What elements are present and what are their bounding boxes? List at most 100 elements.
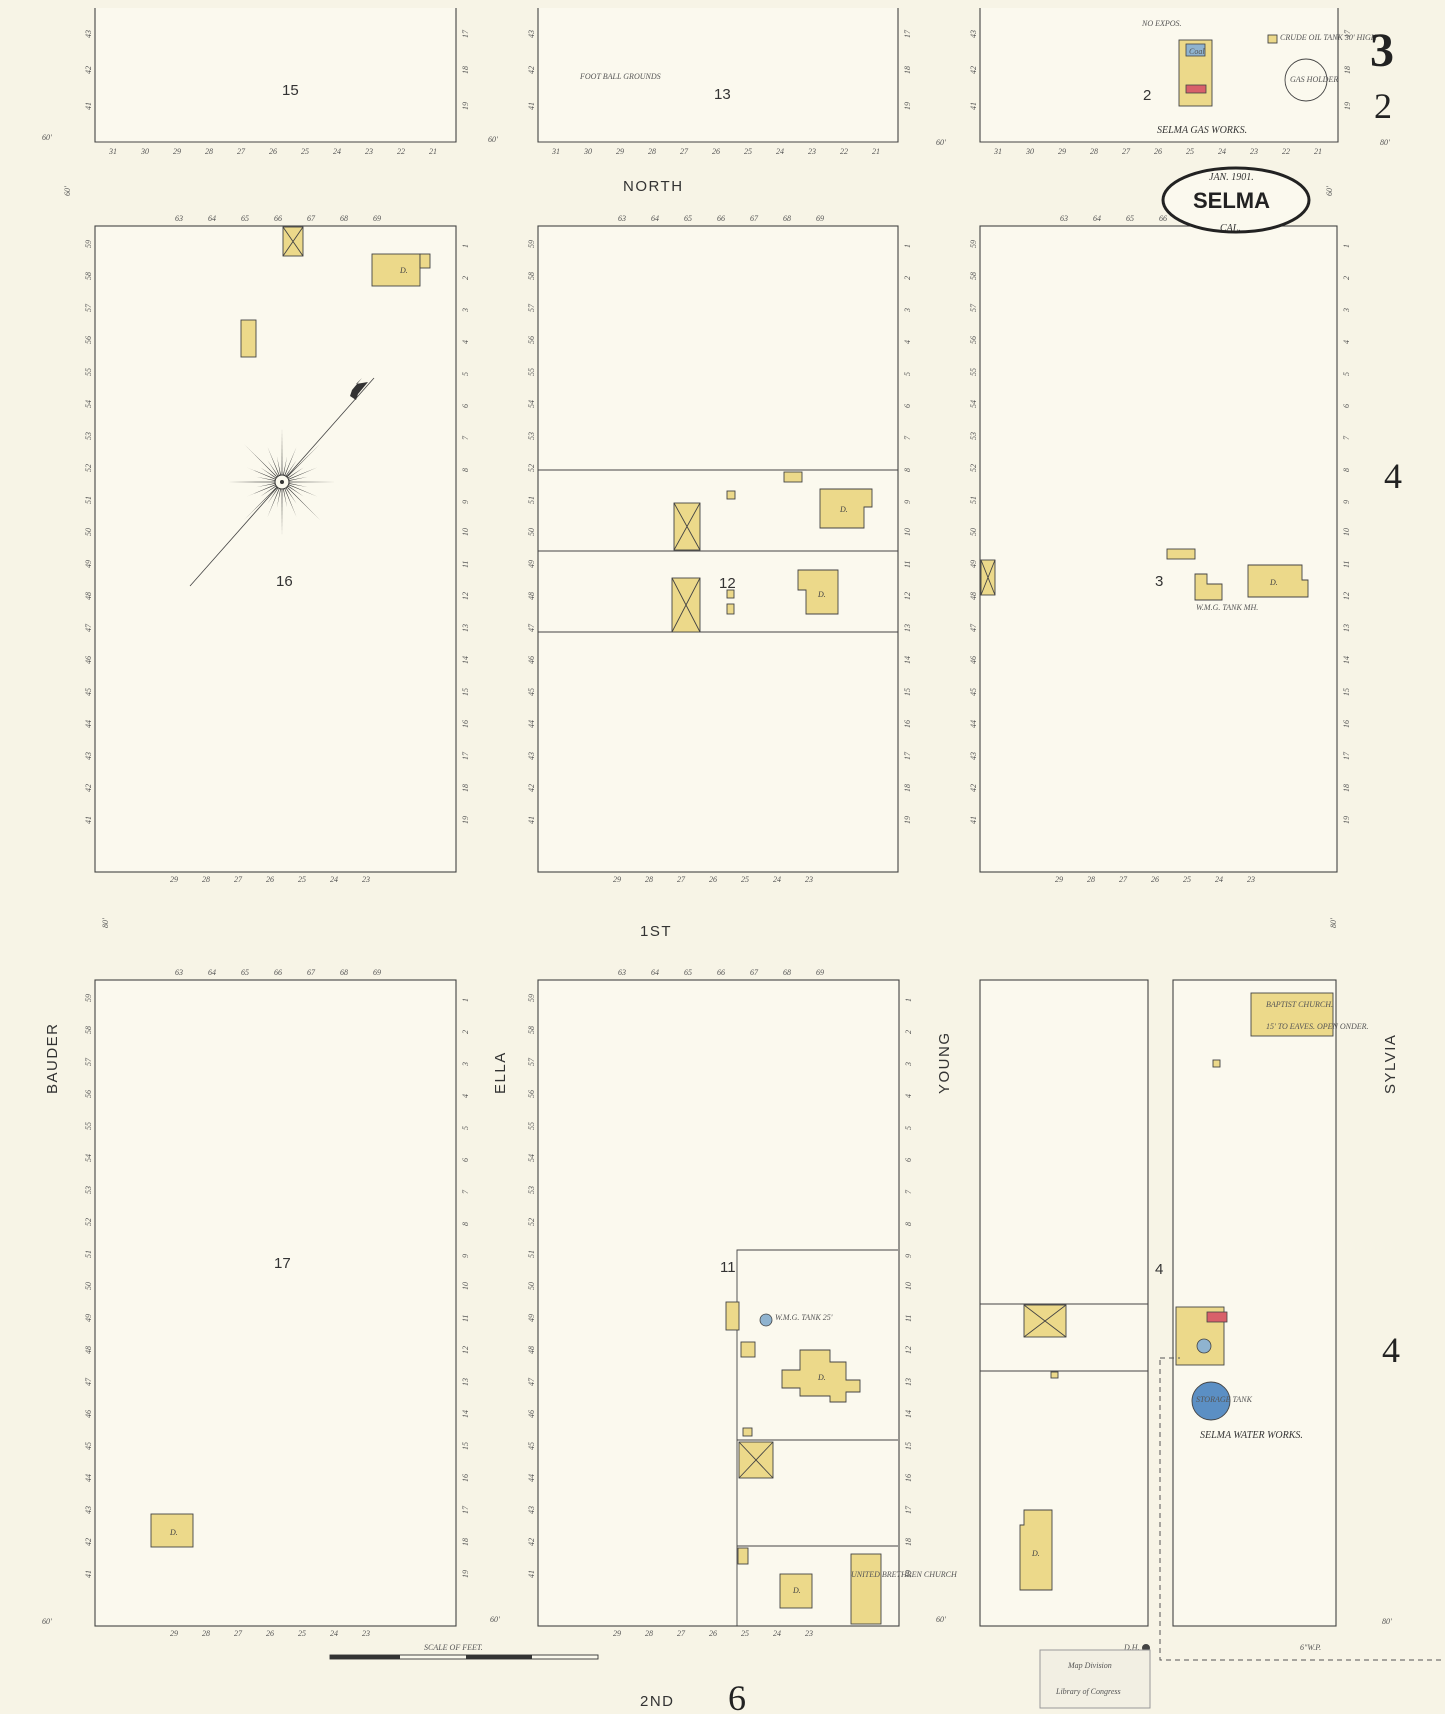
lot-number: 44 <box>84 1474 93 1482</box>
lot-number: 69 <box>816 968 824 977</box>
svg-text:D.: D. <box>817 1373 826 1382</box>
compass-ray <box>284 485 297 504</box>
lot-number: 43 <box>84 1506 93 1514</box>
svg-text:60': 60' <box>63 186 72 196</box>
lot-number: 7 <box>461 1189 470 1194</box>
lot-number: 25 <box>1183 875 1191 884</box>
lot-number: 54 <box>84 1154 93 1162</box>
building-dwelling <box>797 569 839 615</box>
lot-number: 65 <box>684 968 692 977</box>
lot-number: 63 <box>618 214 626 223</box>
street-young: YOUNG <box>936 1031 953 1094</box>
lot-number: 14 <box>461 1410 470 1418</box>
lot-number: 43 <box>527 752 536 760</box>
lot-number: 59 <box>527 994 536 1002</box>
lot-number: 27 <box>237 147 246 156</box>
lot-number: 29 <box>1058 147 1066 156</box>
lot-number: 47 <box>527 1377 536 1386</box>
building-dwelling <box>150 1513 194 1548</box>
lot-number: 47 <box>84 1377 93 1386</box>
lot-number: 11 <box>1342 561 1351 568</box>
lot-number: 56 <box>969 336 978 344</box>
lot-number: 59 <box>969 240 978 248</box>
lot-number: 52 <box>527 1218 536 1226</box>
lot-number: 4 <box>904 1094 913 1098</box>
lot-number: 31 <box>551 147 560 156</box>
lot-number: 18 <box>903 784 912 792</box>
lot-number: 25 <box>301 147 309 156</box>
lot-number: 45 <box>84 688 93 696</box>
lot-number: 49 <box>969 560 978 568</box>
lot-number: 25 <box>1186 147 1194 156</box>
lot-number: 5 <box>461 372 470 376</box>
block-number: 11 <box>720 1259 736 1276</box>
block-number: 15 <box>282 82 299 99</box>
compass-ray <box>286 482 308 488</box>
brick-section <box>1185 84 1207 94</box>
lot-number: 47 <box>84 623 93 632</box>
building-tank-house <box>1194 573 1223 601</box>
street-first: 1ST <box>640 923 672 940</box>
lot-number: 5 <box>904 1126 913 1130</box>
lot-number: 17 <box>461 1505 470 1514</box>
building-small <box>1050 1371 1059 1379</box>
lot-number: 65 <box>684 214 692 223</box>
building-small <box>726 603 735 615</box>
well <box>1196 1338 1212 1354</box>
lot-number: 25 <box>744 147 752 156</box>
lot-number: 26 <box>709 1629 717 1638</box>
building-small <box>742 1427 753 1437</box>
lot-number: 18 <box>903 66 912 74</box>
lot-number: 63 <box>1060 214 1068 223</box>
lot-number: 27 <box>680 147 689 156</box>
lot-number: 50 <box>84 1282 93 1290</box>
lot-number: 28 <box>1090 147 1098 156</box>
lot-number: 1 <box>903 244 912 248</box>
lot-number: 3 <box>461 1062 470 1067</box>
lot-number: 59 <box>84 994 93 1002</box>
lot-number: 66 <box>717 214 725 223</box>
lot-number: 11 <box>461 1315 470 1322</box>
lot-number: 13 <box>461 1378 470 1386</box>
water-tank <box>759 1313 773 1327</box>
svg-text:D.: D. <box>1031 1549 1040 1558</box>
lot-number: 17 <box>903 29 912 38</box>
lot-number: 1 <box>461 998 470 1002</box>
lot-number: 19 <box>461 816 470 824</box>
building-shed <box>737 1547 749 1565</box>
lot-number: 26 <box>269 147 277 156</box>
lot-number: 50 <box>527 1282 536 1290</box>
svg-text:60': 60' <box>936 138 946 147</box>
building-shed <box>240 319 257 358</box>
street-second: 2ND <box>640 1693 675 1710</box>
lot-number: 29 <box>613 1629 621 1638</box>
lot-number: 64 <box>1093 214 1101 223</box>
block-16-outline <box>94 225 457 873</box>
block-number: 12 <box>719 575 736 592</box>
lot-number: 9 <box>903 500 912 504</box>
svg-text:60': 60' <box>490 1615 500 1624</box>
svg-text:60': 60' <box>488 135 498 144</box>
building-small <box>726 490 736 500</box>
lot-number: 5 <box>903 372 912 376</box>
compass-ray <box>243 443 279 479</box>
lot-number: 42 <box>969 66 978 74</box>
lot-number: 10 <box>461 528 470 536</box>
lot-number: 42 <box>84 66 93 74</box>
map-date: JAN. 1901. <box>1209 172 1254 183</box>
adjacent-sheet: 4 <box>1382 1330 1400 1370</box>
lot-number: 42 <box>84 1538 93 1546</box>
lot-number: 54 <box>527 400 536 408</box>
lot-number: 42 <box>84 784 93 792</box>
lot-number: 56 <box>527 336 536 344</box>
gas-works-label: SELMA GAS WORKS. <box>1157 125 1247 136</box>
lot-number: 28 <box>648 147 656 156</box>
lot-number: 7 <box>461 435 470 440</box>
lot-number: 41 <box>527 1570 536 1578</box>
lot-number: 2 <box>904 1030 913 1034</box>
lot-number: 64 <box>651 968 659 977</box>
compass-ray <box>276 486 282 508</box>
lot-number: 69 <box>816 214 824 223</box>
lot-number: 18 <box>461 784 470 792</box>
lot-number: 1 <box>1342 244 1351 248</box>
